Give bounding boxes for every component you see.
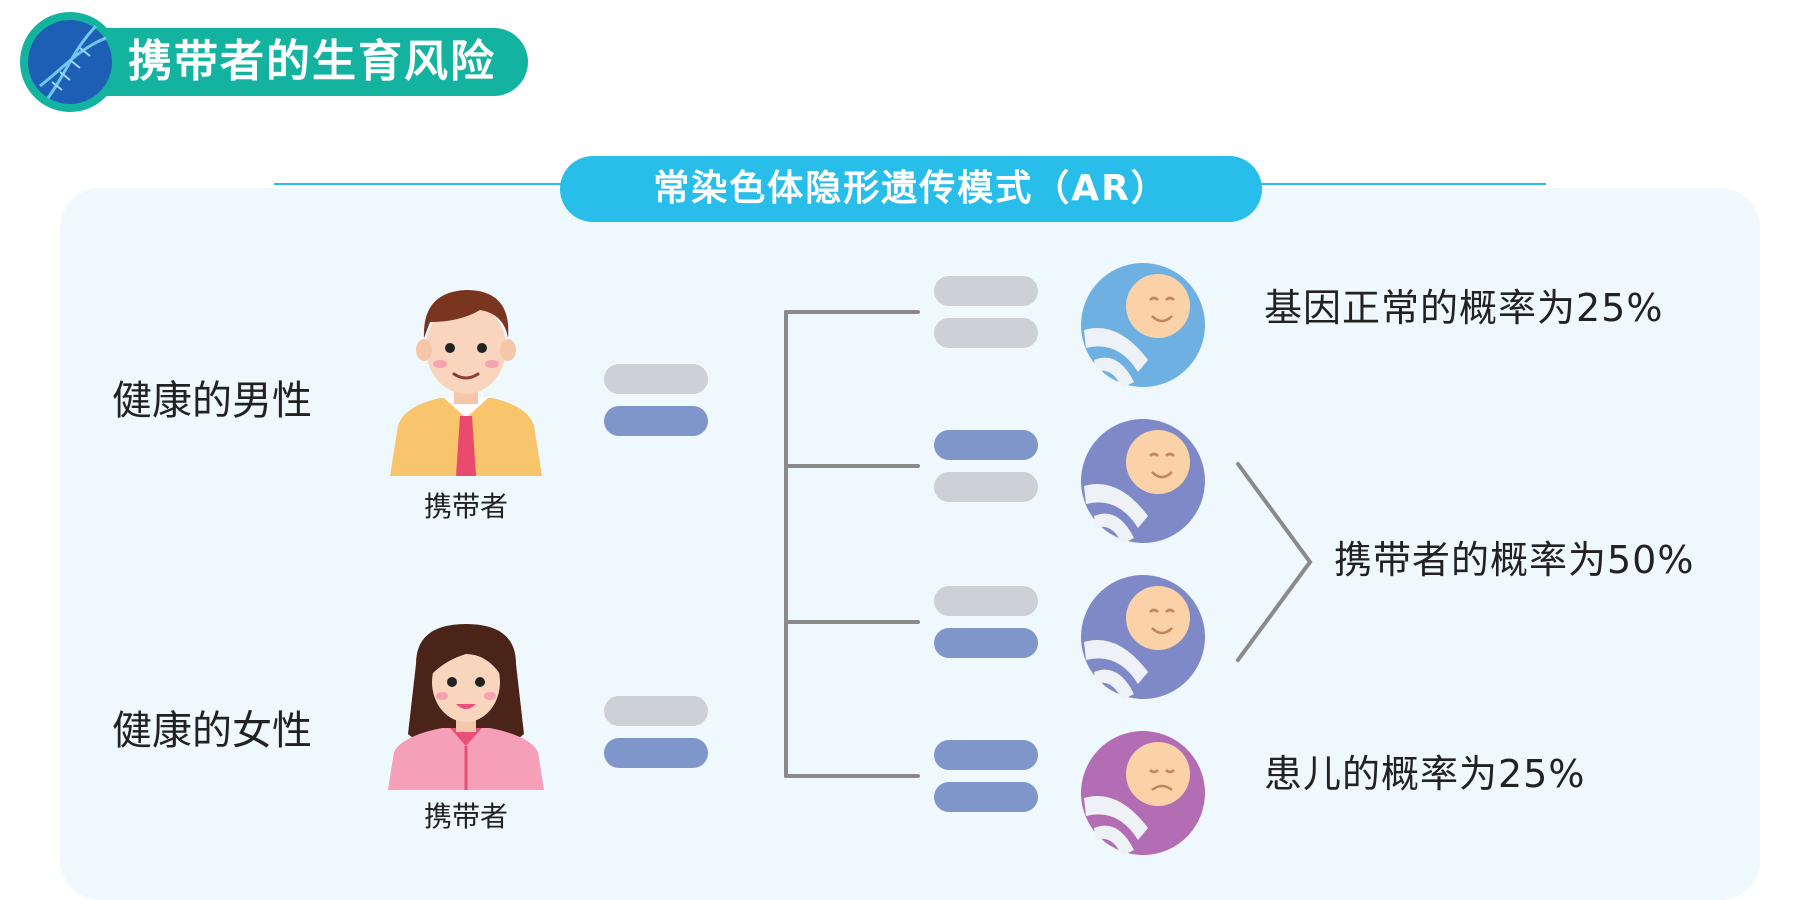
baby-carrier-icon — [1081, 419, 1205, 544]
section-title: 常染色体隐形遗传模式（AR） — [653, 168, 1169, 209]
probability-normal: 基因正常的概率为25% — [1264, 286, 1664, 330]
father-allele-mutant — [604, 406, 708, 436]
dna-helix-icon — [20, 12, 120, 112]
mother-label: 健康的女性 — [112, 708, 312, 754]
child4-allele-b — [934, 782, 1038, 812]
baby-carrier-icon — [1081, 575, 1205, 700]
child3-allele-a — [934, 586, 1038, 616]
diagram-panel — [60, 188, 1760, 900]
man-avatar-icon — [390, 290, 542, 476]
child1-allele-b — [934, 318, 1038, 348]
probability-affected: 患儿的概率为25% — [1264, 752, 1586, 796]
child2-allele-a — [934, 430, 1038, 460]
section-divider-left — [274, 183, 564, 185]
mother-allele-normal — [604, 696, 708, 726]
child3-allele-b — [934, 628, 1038, 658]
woman-avatar-icon — [388, 624, 544, 790]
section-banner — [560, 156, 1262, 222]
baby-normal-icon — [1081, 263, 1205, 388]
mother-status: 携带者 — [423, 800, 508, 833]
child4-allele-a — [934, 740, 1038, 770]
child2-allele-b — [934, 472, 1038, 502]
father-label: 健康的男性 — [112, 378, 312, 424]
mother-allele-mutant — [604, 738, 708, 768]
baby-affected-icon — [1081, 731, 1205, 856]
father-allele-normal — [604, 364, 708, 394]
page-title: 携带者的生育风险 — [128, 36, 496, 87]
child1-allele-a — [934, 276, 1038, 306]
header-banner — [98, 28, 528, 96]
father-status: 携带者 — [423, 490, 508, 523]
section-divider-right — [1256, 183, 1546, 185]
probability-carrier: 携带者的概率为50% — [1334, 538, 1695, 582]
